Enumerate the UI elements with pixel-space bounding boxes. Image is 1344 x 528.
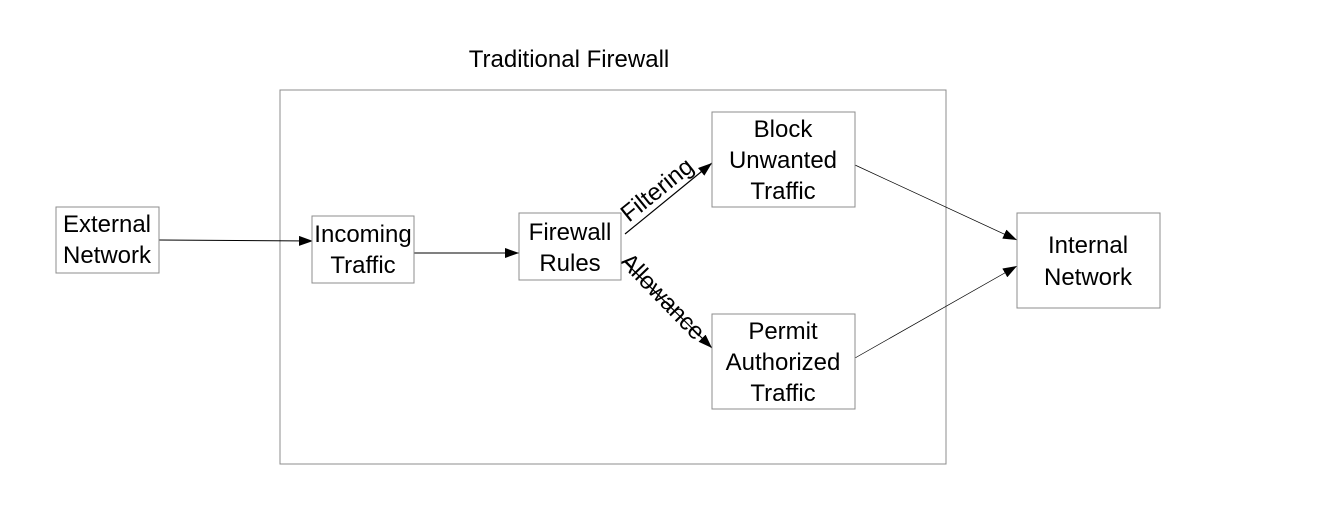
node-label-line: Network — [63, 242, 152, 269]
node-label-line: Authorized — [726, 349, 841, 376]
firewall-container — [279, 89, 947, 465]
node-internal-network: Internal Network — [1016, 212, 1161, 309]
node-label-line: Permit — [748, 318, 818, 345]
node-incoming-traffic: Incoming Traffic — [311, 215, 415, 284]
node-permit-authorized-traffic: Permit Authorized Traffic — [711, 313, 856, 410]
node-label-line: Block — [754, 116, 814, 143]
node-external-network: External Network — [55, 206, 160, 274]
node-label-line: Traffic — [330, 252, 395, 279]
node-label-line: Unwanted — [729, 147, 837, 174]
node-firewall-rules: Firewall Rules — [518, 212, 622, 281]
edge-permit-to-internal — [854, 265, 1018, 359]
edge-label-allowance: Allowance — [615, 248, 710, 345]
node-label-line: Rules — [539, 250, 600, 277]
node-label-line: Traffic — [750, 178, 815, 205]
edge-label-filtering: Filtering — [616, 153, 699, 228]
node-label-line: Incoming — [314, 221, 411, 248]
edge-rules-to-block — [624, 162, 713, 235]
node-block-unwanted-traffic: Block Unwanted Traffic — [711, 111, 856, 208]
node-label-line: Firewall — [529, 219, 612, 246]
node-label-line: Network — [1044, 264, 1133, 291]
diagram-title: Traditional Firewall — [469, 46, 670, 73]
edge-rules-to-permit — [624, 261, 713, 349]
edge-external-to-incoming — [158, 235, 314, 246]
edge-block-to-internal — [854, 164, 1018, 241]
node-label-line: Traffic — [750, 380, 815, 407]
node-label-line: Internal — [1048, 232, 1128, 259]
node-label-line: External — [63, 211, 151, 238]
